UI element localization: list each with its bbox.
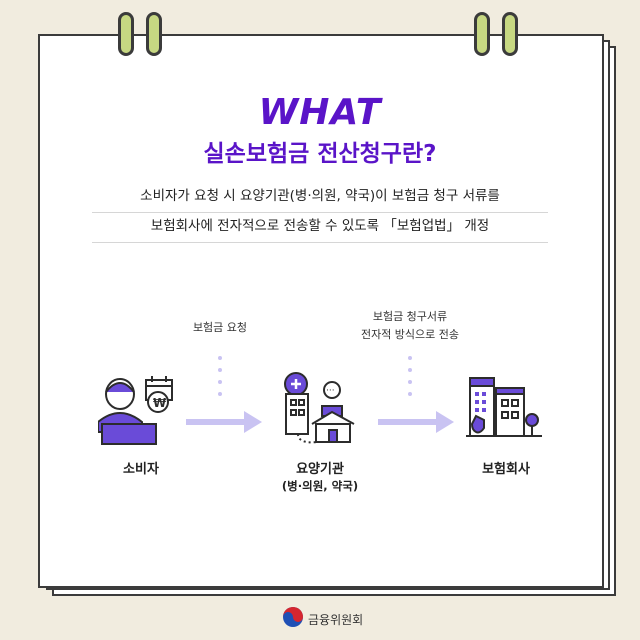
title-korean: 실손보험금 전산청구란? (203, 141, 437, 167)
arrow-right-icon (186, 411, 262, 433)
svg-text:₩: ₩ (153, 396, 167, 410)
binder-ring-icon (146, 12, 162, 56)
dotted-connector (408, 356, 412, 396)
footer-org-name: 금융위원회 (308, 613, 364, 627)
insurance-company-icon (466, 377, 542, 437)
step2-note-line1: 보험금 청구서류 (372, 310, 448, 323)
arrow-right-icon (378, 411, 454, 433)
step2-note-line2: 전자적 방식으로 전송 (360, 328, 460, 341)
hospital-icon: ··· (284, 372, 355, 444)
dotted-connector (218, 356, 222, 396)
binder-ring-icon (474, 12, 490, 56)
node-label-insurance-company: 보험회사 (482, 462, 530, 477)
binder-ring-icon (502, 12, 518, 56)
node-label-medical-institution: 요양기관 (296, 462, 344, 477)
binder-ring-icon (118, 12, 134, 56)
node-label-consumer: 소비자 (123, 462, 159, 477)
description-line-2: 보험회사에 전자적으로 전송할 수 있도록 「보험업법」 개정 (92, 214, 548, 243)
taegeuk-logo-icon (283, 607, 303, 627)
description-line-1: 소비자가 요청 시 요양기관(병·의원, 약국)이 보험금 청구 서류를 (92, 184, 548, 213)
consumer-icon: ₩ (98, 376, 173, 445)
step1-note: 보험금 요청 (192, 321, 248, 334)
title-english: WHAT (258, 92, 382, 133)
node-sublabel-medical-institution: (병·의원, 약국) (281, 479, 359, 493)
paper-card (38, 34, 604, 588)
svg-text:···: ··· (326, 386, 335, 396)
